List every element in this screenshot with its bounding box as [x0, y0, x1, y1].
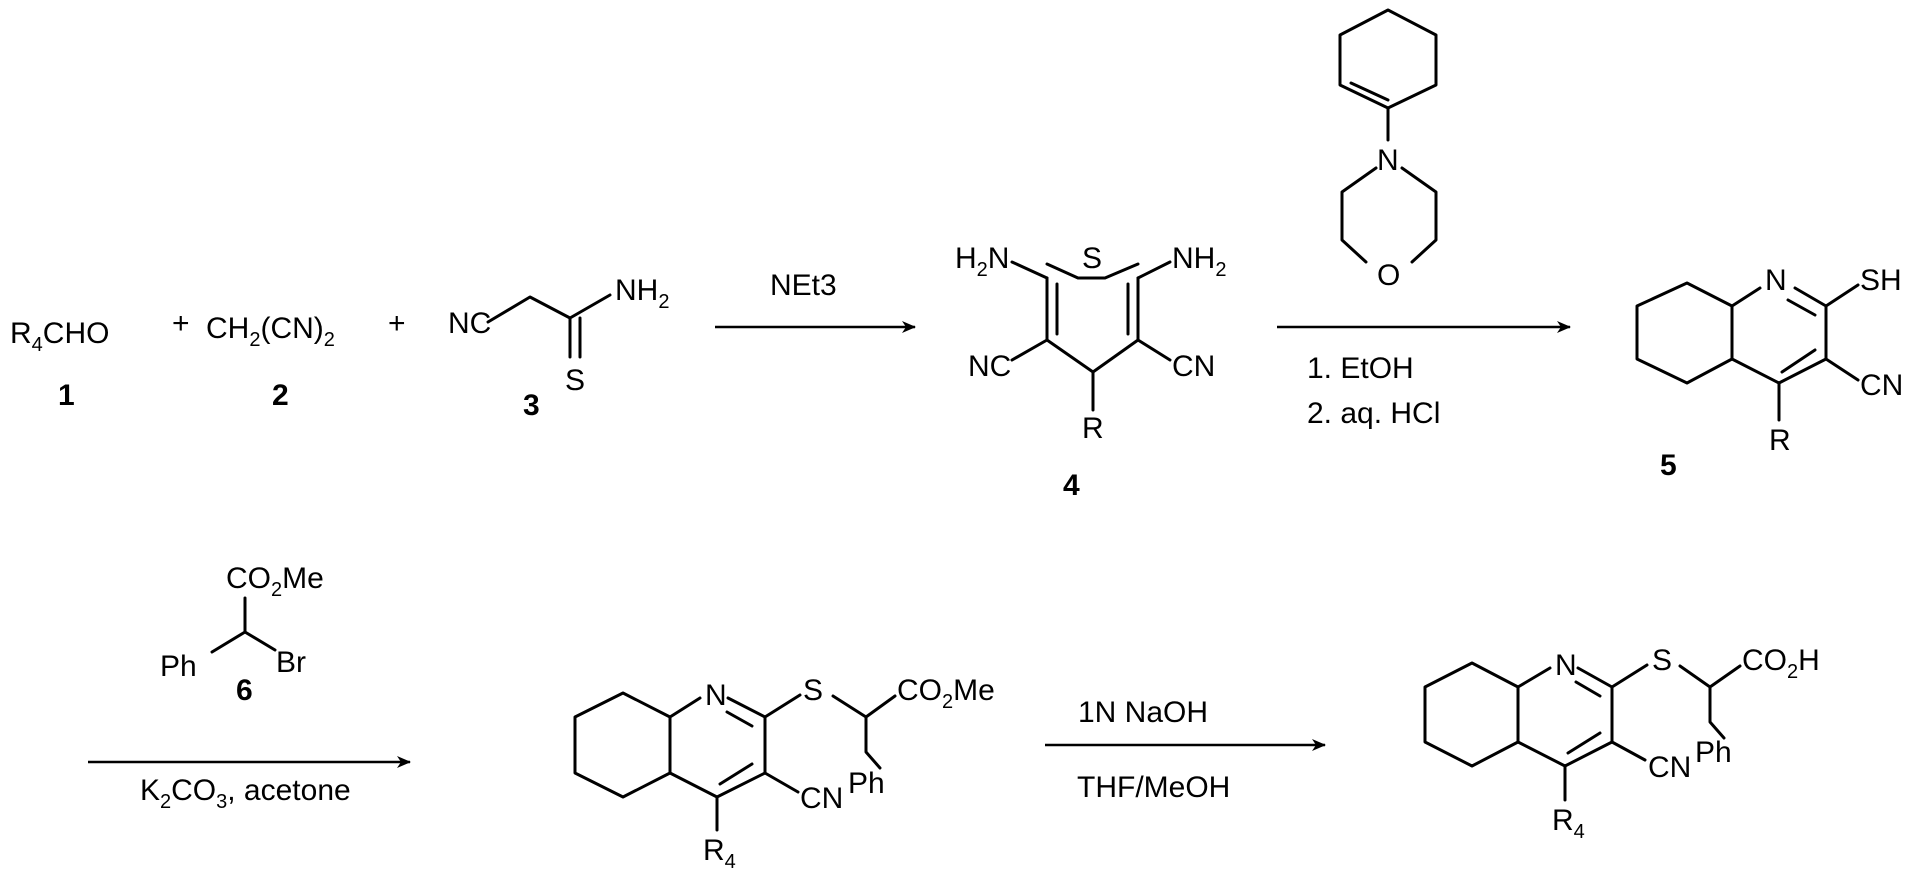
compound-number-4: 4: [1063, 469, 1080, 502]
svg-text:S: S: [803, 674, 823, 707]
condition-naoh: 1N NaOH: [1078, 696, 1208, 729]
compound-2-malononitrile: + CH2(CN)2 2: [172, 307, 335, 412]
compound-1-aldehyde: R4CHO 1: [10, 317, 109, 412]
condition-aq-hcl: 2. aq. HCl: [1307, 397, 1440, 430]
arrow-step-2: 1. EtOH 2. aq. HCl: [1277, 327, 1570, 430]
svg-text:H2N: H2N: [955, 242, 1009, 281]
svg-text:R: R: [1769, 424, 1791, 457]
svg-text:NH2: NH2: [615, 274, 669, 313]
svg-text:NH2: NH2: [1172, 242, 1226, 281]
svg-text:R: R: [1082, 412, 1104, 445]
svg-text:S: S: [1652, 644, 1672, 677]
svg-text:S: S: [565, 364, 585, 397]
reagent-6-bromoester: CO2Me Ph Br 6: [160, 562, 324, 707]
compound-5-quinolinethiol: N SH CN R 5: [1637, 264, 1903, 482]
reagent-net3: NEt3: [770, 269, 837, 302]
svg-text:N: N: [1555, 649, 1577, 682]
svg-text:+: +: [172, 307, 190, 340]
svg-text:S: S: [1082, 242, 1102, 275]
compound-number-6: 6: [236, 674, 253, 707]
svg-text:O: O: [1377, 259, 1400, 292]
svg-text:Br: Br: [276, 646, 306, 679]
compound-7-methyl-ester: N S CO2Me Ph CN R4: [575, 674, 995, 873]
svg-text:R4: R4: [1552, 804, 1585, 843]
condition-k2co3-acetone: K2CO3, acetone: [140, 774, 351, 813]
svg-text:N: N: [1765, 264, 1787, 297]
svg-text:N: N: [705, 679, 727, 712]
svg-text:CH2(CN)2: CH2(CN)2: [206, 312, 335, 351]
arrow-step-1: NEt3: [715, 269, 915, 327]
arrow-step-4: 1N NaOH THF/MeOH: [1045, 696, 1325, 804]
svg-text:CN: CN: [1648, 751, 1691, 784]
compound-8-carboxylic-acid: N S CO2H Ph CN R4: [1425, 644, 1820, 843]
svg-text:+: +: [388, 307, 406, 340]
svg-text:NC: NC: [968, 350, 1011, 383]
compound-number-5: 5: [1660, 449, 1677, 482]
compound-3-cyanothioacetamide: + NC NH2 S 3: [388, 274, 669, 422]
compound-number-3: 3: [523, 389, 540, 422]
svg-text:R4CHO: R4CHO: [10, 317, 109, 356]
svg-text:CO2H: CO2H: [1742, 644, 1820, 683]
svg-text:N: N: [1377, 144, 1399, 177]
svg-text:CN: CN: [800, 782, 843, 815]
svg-text:CO2Me: CO2Me: [897, 674, 995, 713]
svg-text:Ph: Ph: [848, 767, 885, 800]
svg-text:Ph: Ph: [160, 650, 197, 683]
svg-text:Ph: Ph: [1695, 736, 1732, 769]
compound-number-2: 2: [272, 379, 289, 412]
svg-text:CO2Me: CO2Me: [226, 562, 324, 601]
condition-etoh: 1. EtOH: [1307, 352, 1414, 385]
compound-number-1: 1: [58, 379, 75, 412]
svg-text:CN: CN: [1860, 369, 1903, 402]
condition-thf-meoh: THF/MeOH: [1077, 771, 1230, 804]
svg-text:SH: SH: [1860, 264, 1902, 297]
enamine-reagent-structure: N O: [1340, 10, 1436, 292]
svg-text:CN: CN: [1172, 350, 1215, 383]
compound-4-thiopyran: H2N S NH2 NC CN R 4: [955, 242, 1226, 502]
arrow-step-3: K2CO3, acetone: [88, 762, 410, 813]
svg-text:R4: R4: [703, 834, 736, 873]
svg-text:NC: NC: [448, 307, 491, 340]
